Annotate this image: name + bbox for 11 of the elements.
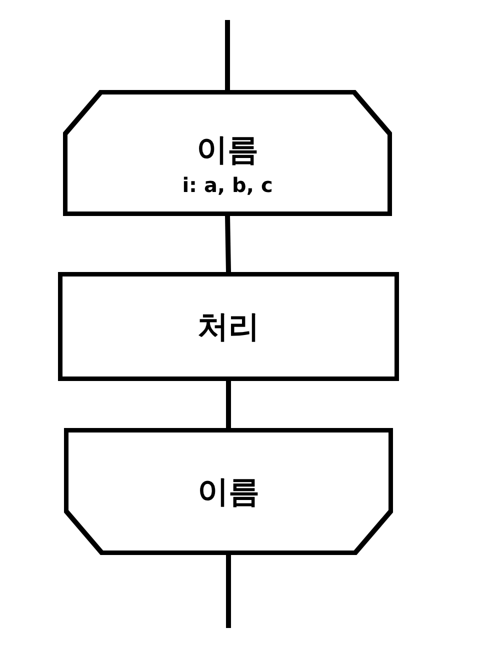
loop-end-box <box>64 428 393 555</box>
node-title: 이름 <box>196 131 258 170</box>
loop-start-box <box>63 90 392 216</box>
node-title: 처리 <box>198 308 260 346</box>
connector-line <box>226 381 231 428</box>
connector-line <box>226 555 231 628</box>
connector-line <box>225 20 230 90</box>
node-title: 이름 <box>198 472 260 512</box>
connector-line <box>225 216 231 272</box>
process-box <box>58 272 399 381</box>
loop-condition: i: a, b, c <box>182 173 273 197</box>
